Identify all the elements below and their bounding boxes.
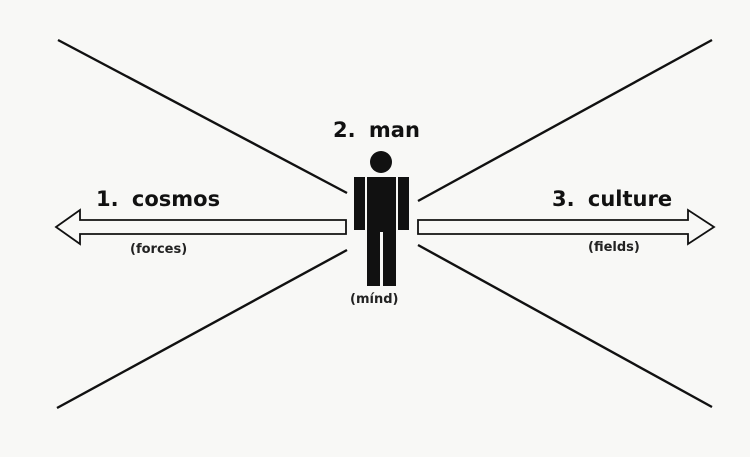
diagonal-line-bottom-left [56,248,348,410]
left-label: cosmos [131,187,221,211]
right-label: culture [587,187,673,211]
diagonal-line-top-right [417,38,713,203]
left-title: 1. cosmos [96,187,220,211]
center-label: man [368,118,420,142]
right-arrow-icon [417,208,716,246]
human-figure-icon [354,151,409,286]
center-title: 2. man [333,118,420,142]
right-note: (fields) [588,240,640,255]
diagonal-line-top-left [57,38,348,195]
center-note: (mínd) [350,292,399,307]
right-title: 3. culture [552,187,672,211]
center-number: 2. [333,118,356,142]
right-number: 3. [552,187,575,211]
left-note: (forces) [130,242,188,257]
diagonal-line-bottom-right [417,243,713,409]
left-arrow-icon [54,208,347,246]
left-number: 1. [96,187,119,211]
